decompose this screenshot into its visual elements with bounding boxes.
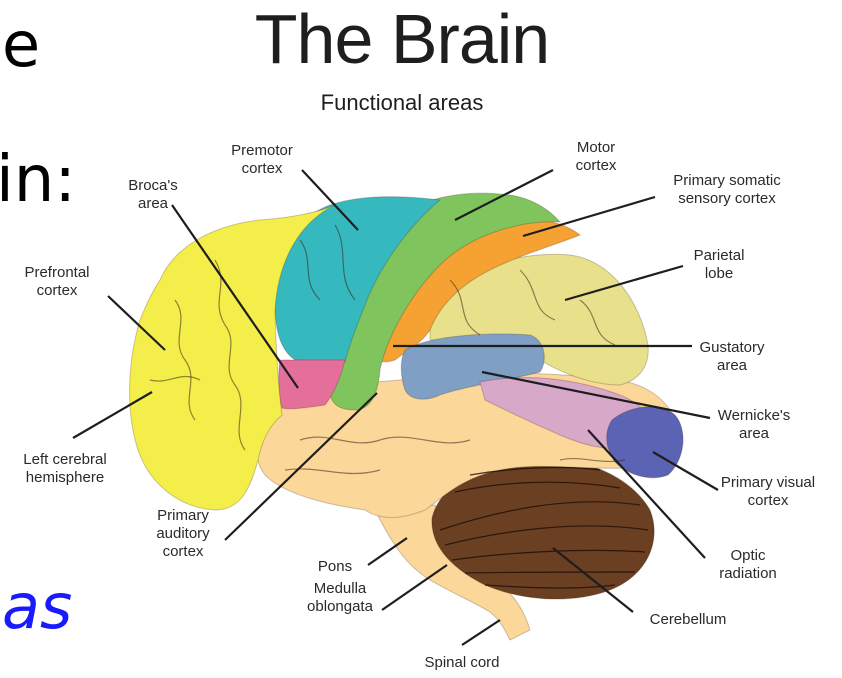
label-line: Motor xyxy=(577,139,615,156)
label-line: Left cerebral xyxy=(23,451,106,468)
label-line: cortex xyxy=(748,492,789,509)
label-line: auditory xyxy=(156,525,210,542)
label-line: Optic xyxy=(730,547,766,564)
label-line: area xyxy=(739,425,770,442)
leader-medulla xyxy=(382,565,447,610)
label-line: cortex xyxy=(576,157,617,174)
label-line: oblongata xyxy=(307,598,374,615)
label-line: sensory cortex xyxy=(678,190,776,207)
label-spinal: Spinal cord xyxy=(424,654,499,671)
label-line: radiation xyxy=(719,565,777,582)
label-line: cortex xyxy=(242,160,283,177)
label-line: Pons xyxy=(318,558,352,575)
label-line: area xyxy=(717,357,748,374)
label-line: cortex xyxy=(37,282,78,299)
label-line: hemisphere xyxy=(26,469,104,486)
label-line: lobe xyxy=(705,265,733,282)
label-line: Wernicke's xyxy=(718,407,791,424)
label-line: Primary visual xyxy=(721,474,815,491)
label-line: Primary somatic xyxy=(673,172,781,189)
label-line: cortex xyxy=(163,543,204,560)
label-line: area xyxy=(138,195,169,212)
label-line: Cerebellum xyxy=(650,611,727,628)
label-line: Broca's xyxy=(128,177,178,194)
label-line: Parietal xyxy=(694,247,745,264)
label-line: Spinal cord xyxy=(424,654,499,671)
label-line: Medulla xyxy=(314,580,367,597)
label-line: Gustatory xyxy=(699,339,765,356)
label-line: Premotor xyxy=(231,142,293,159)
label-pons: Pons xyxy=(318,558,352,575)
label-line: Primary xyxy=(157,507,209,524)
label-line: Prefrontal xyxy=(24,264,89,281)
label-cerebellum: Cerebellum xyxy=(650,611,727,628)
leader-spinal xyxy=(462,620,500,645)
